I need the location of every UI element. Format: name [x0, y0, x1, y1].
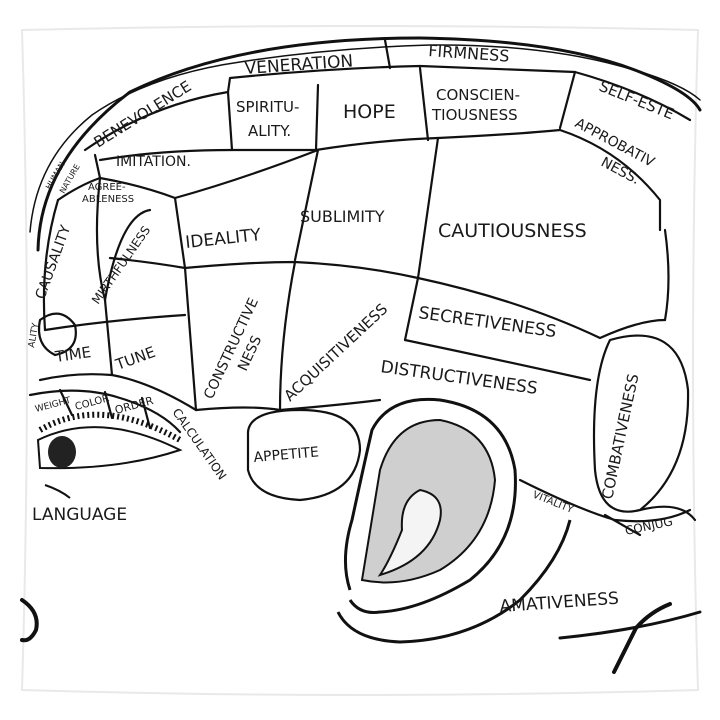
label-locality: ALITY	[27, 322, 41, 349]
ear-illustration	[336, 397, 572, 644]
eye-illustration	[36, 411, 183, 499]
label-cautiousness: CAUTIOUSNESS	[438, 220, 587, 242]
label-spirituality-2: ALITY.	[248, 122, 291, 140]
label-conscientiousness-1: CONSCIEN-	[436, 86, 520, 104]
label-agreeableness-1: AGREE-	[88, 182, 126, 193]
label-hope: HOPE	[343, 101, 396, 123]
label-agreeableness-2: ABLENESS	[82, 194, 134, 205]
label-time: TIME	[53, 343, 92, 366]
label-sublimity: SUBLIMITY	[300, 207, 385, 226]
label-conscientiousness-2: TIOUSNESS	[431, 106, 518, 124]
region-lines	[28, 38, 697, 537]
label-appetite: APPETITE	[253, 444, 320, 466]
label-imitation: IMITATION.	[116, 154, 191, 170]
label-language: LANGUAGE	[32, 505, 127, 525]
head-outline	[20, 36, 702, 674]
label-spirituality-1: SPIRITU-	[236, 98, 299, 116]
